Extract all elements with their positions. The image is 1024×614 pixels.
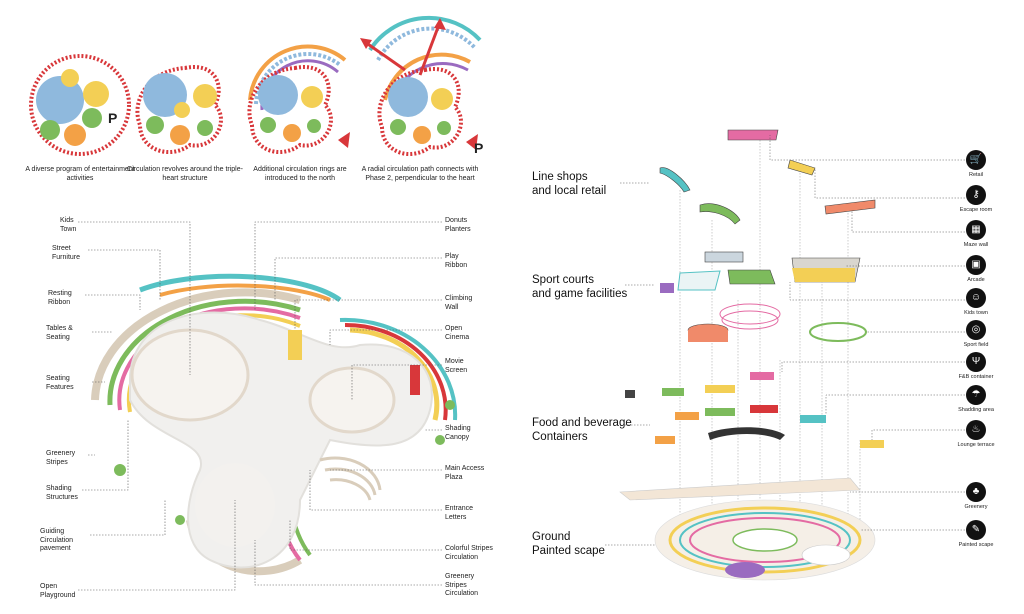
plan-label-kids-town: Kids Town (60, 217, 77, 233)
plan-label-donuts-planters: Donuts Planters (445, 217, 471, 233)
legend-lounge-terrace: ♨ Lounge terrace (946, 420, 1006, 449)
concept-caption-1: A diverse program of entertainment activ… (25, 166, 135, 182)
plan-label-open-playground: Open Playground (40, 583, 76, 599)
parking-marker-2: P (474, 140, 484, 156)
legend-arcade: ▣ Arcade (946, 255, 1006, 284)
legend-maze-wall: ▦ Maze wall (946, 220, 1006, 249)
arcade-icon: ▣ (966, 255, 986, 275)
key-icon: ⚷ (966, 185, 986, 205)
category-line-shops: Line shops and local retail (532, 171, 607, 197)
plan-label-shading-structures: Shading Structures (46, 485, 78, 501)
tree-icon: ♣ (966, 482, 986, 502)
plan-label-resting-ribbon: Resting Ribbon (48, 290, 72, 306)
plan-label-shading-canopy: Shading Canopy (445, 425, 471, 441)
maze-icon: ▦ (966, 220, 986, 240)
plan-label-tables-seating: Tables & Seating (46, 325, 73, 341)
plan-label-greenery-stripes: Greenery Stripes (46, 450, 76, 466)
exploded-axonometric (605, 129, 965, 581)
legend-fb-container: Ψ F&B container (946, 352, 1006, 381)
umbrella-icon: ☂ (966, 385, 986, 405)
plan-label-climbing-wall: Climbing Wall (445, 295, 473, 311)
plan-label-open-cinema: Open Cinema (445, 325, 470, 341)
legend-sport-field: ◎ Sport field (946, 320, 1006, 349)
concept-diagram-4 (360, 15, 482, 157)
legend-retail: 🛒 Retail (946, 150, 1006, 179)
plan-label-seating-features: Seating Features (46, 375, 74, 391)
legend-greenery: ♣ Greenery (946, 482, 1006, 511)
legend-escape-room: ⚷ Escape room (946, 185, 1006, 214)
plan-label-entrance-letters: Entrance Letters (445, 505, 474, 521)
concept-diagram-3 (247, 44, 350, 155)
concept-caption-2: Circulation revolves around the triple-h… (127, 166, 243, 182)
cutlery-icon: Ψ (966, 352, 986, 372)
concept-caption-4: A radial circulation path connects with … (361, 166, 479, 182)
plan-label-street-furniture: Street Furniture (52, 245, 81, 261)
plan-label-greenery-stripes-circulation: Greenery Stripes Circulation (445, 573, 479, 597)
kids-icon: ☺ (966, 288, 986, 308)
plan-label-main-access-plaza: Main Access Plaza (445, 465, 485, 481)
legend-shading-area: ☂ Shadding area (946, 385, 1006, 414)
category-ground-painted: Ground Painted scape (532, 531, 605, 557)
master-plan (91, 273, 458, 576)
plan-label-colorful-stripes: Colorful Stripes Circulation (445, 545, 493, 561)
concept-diagram-1 (29, 54, 131, 156)
concept-diagram-2 (135, 65, 223, 155)
lounge-icon: ♨ (966, 420, 986, 440)
cart-icon: 🛒 (966, 150, 986, 170)
paint-icon: ✎ (966, 520, 986, 540)
concept-caption-3: Additional circulation rings are introdu… (253, 166, 347, 182)
plan-label-movie-screen: Movie Screen (445, 358, 468, 374)
category-sport-courts: Sport courts and game facilities (532, 274, 628, 300)
legend-kids-town: ☺ Kids town (946, 288, 1006, 317)
category-food-beverage: Food and beverage Containers (532, 417, 632, 443)
plan-leader-lines (78, 221, 442, 591)
plan-label-play-ribbon: Play Ribbon (445, 253, 468, 269)
plan-label-guiding-pavement: Guiding Circulation pavement (40, 528, 74, 552)
parking-marker-1: P (108, 110, 118, 126)
ball-icon: ◎ (966, 320, 986, 340)
legend-painted-scape: ✎ Painted scape (946, 520, 1006, 549)
